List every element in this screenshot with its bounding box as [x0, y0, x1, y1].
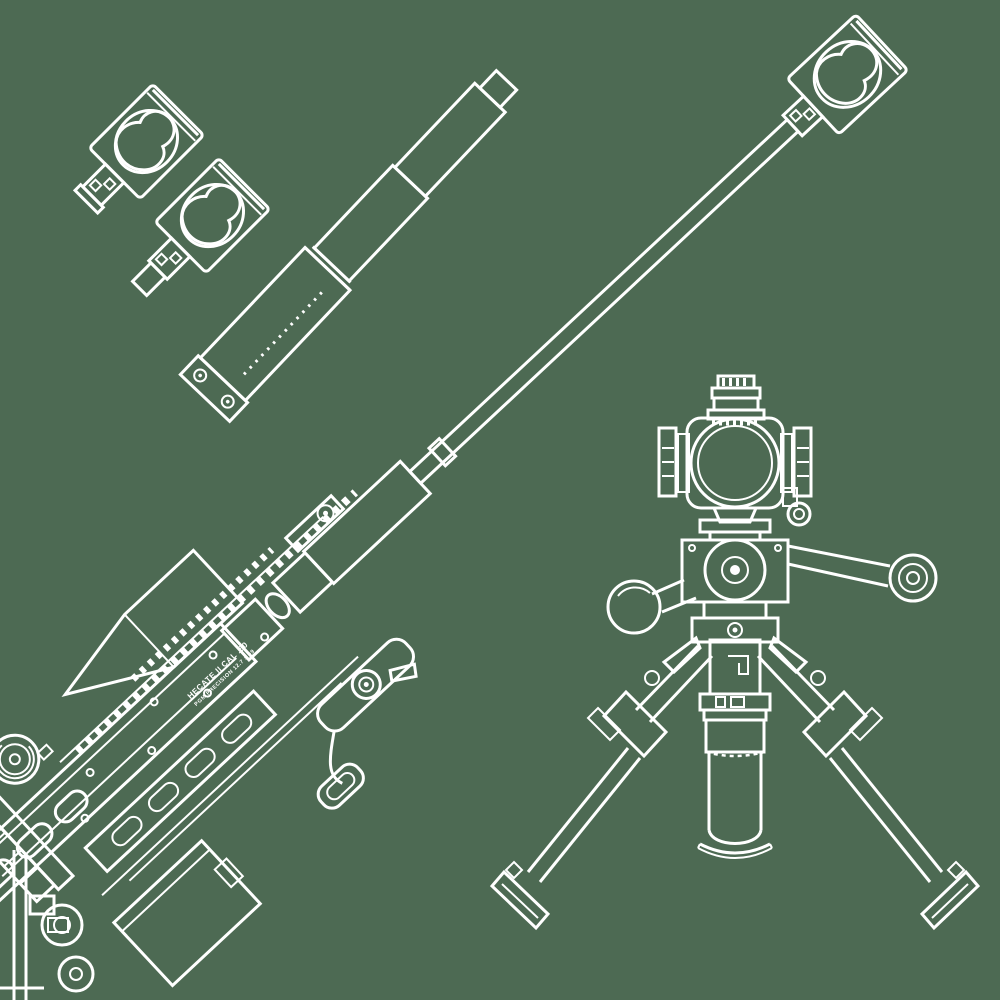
bolt-ball-knob: [888, 553, 938, 603]
sling-ring: [786, 501, 812, 527]
bolt-handle-bracket: [316, 762, 365, 810]
ejection-port: [264, 592, 291, 620]
barrel-joint-collar: [426, 436, 458, 468]
butt-pad: [0, 806, 57, 904]
bolt-body: [316, 637, 415, 733]
scope-ring-mount: [283, 493, 346, 554]
monopod-column: [697, 638, 773, 859]
qd-lever-glyph: [728, 655, 749, 675]
barrel-knurl-a: [270, 550, 335, 615]
scope-front: [657, 416, 813, 510]
bipod-leg-left: [489, 644, 714, 931]
bolt-assembly: [316, 637, 418, 810]
rail-serrations-2: [130, 547, 275, 682]
muzzle-brake-port: [814, 42, 879, 105]
rifle-muzzle-brake: [787, 14, 908, 135]
brake-b-port: [180, 183, 242, 246]
monopod-cap: [707, 829, 763, 845]
bore-circle: [703, 538, 767, 602]
bolt-handle-arm: [328, 730, 344, 785]
bolt-lug: [388, 662, 418, 683]
brake-a-body: [89, 84, 204, 199]
detached-barrel-assembly: [178, 68, 519, 424]
bipod-leg-right: [756, 644, 981, 931]
scope-right-wing: [792, 426, 813, 498]
adjustment-drum-knob: [0, 733, 55, 785]
magazine: [111, 838, 263, 988]
leg-clamp-left: [601, 689, 669, 759]
muzzle-brake-detail-b: [130, 158, 270, 298]
bipod-foot-right: [919, 869, 981, 931]
lower-chassis-plate: [83, 689, 278, 874]
left-ball-knob: [606, 579, 662, 635]
bipod-foot-left: [489, 869, 551, 931]
brake-b-body: [155, 158, 270, 273]
bolt-handle-right: [787, 544, 938, 603]
chassis-body: [0, 621, 259, 918]
grip-trigger-fragments: [0, 850, 95, 1000]
leg-clamp-right: [801, 689, 869, 759]
scope-mount-neck: [711, 506, 759, 524]
rail-serrations: [74, 489, 359, 755]
brake-a-port: [114, 109, 176, 172]
rifle-front-view: [489, 374, 981, 931]
trigger-wheel: [40, 903, 84, 947]
barrel-knurl-b: [219, 597, 285, 662]
barrel-tip-collar: [477, 68, 519, 110]
muzzle-brake-detail-a: [72, 84, 204, 216]
scope-left-wing: [657, 426, 678, 498]
handle-knob-left: [606, 578, 697, 635]
grip-knob: [57, 955, 95, 993]
cheek-piece: [61, 548, 245, 697]
